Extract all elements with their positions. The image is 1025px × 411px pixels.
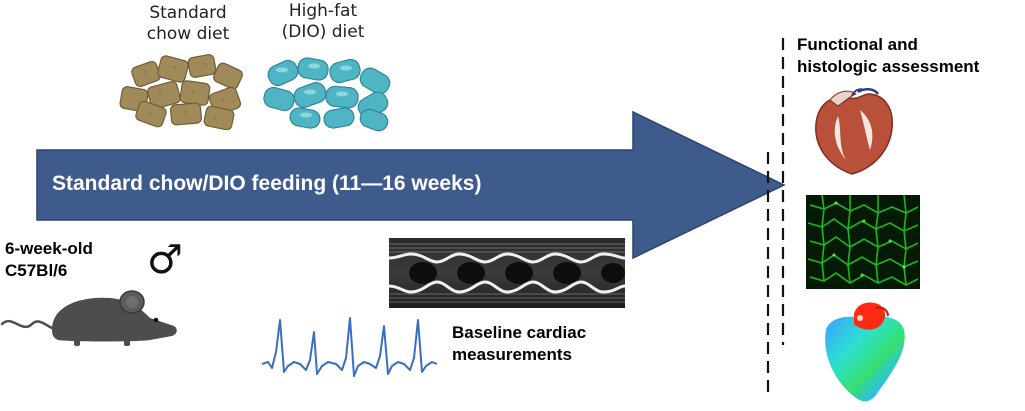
assessment-label-line2: histologic assessment — [797, 57, 980, 76]
baseline-measurements-label: Baseline cardiac measurements — [452, 322, 586, 366]
fluorescence-histology-image — [806, 195, 920, 289]
ecg-trace-image — [262, 317, 437, 377]
male-symbol-icon: ♂ — [147, 237, 183, 283]
mouse-strain-label: C57Bl/6 — [5, 261, 68, 280]
mouse-info: 6-week-old C57Bl/6 — [5, 238, 93, 282]
echocardiogram-mmode-image — [389, 238, 625, 308]
feeding-label: Standard chow/DIO feeding (11—16 weeks) — [52, 172, 482, 195]
high-fat-pellets-image — [263, 57, 391, 132]
high-fat-diet-label: High-fat (DIO) diet — [268, 1, 378, 43]
mouse-age-label: 6-week-old — [5, 239, 93, 258]
high-fat-diet-label-text: High-fat (DIO) diet — [281, 1, 365, 42]
chow-pellets-image — [119, 54, 243, 130]
assessment-label-line1: Functional and — [797, 35, 918, 54]
baseline-label-line2: measurements — [452, 345, 573, 364]
heart-histology-section-image — [815, 88, 893, 175]
functional-assessment-label: Functional and histologic assessment — [797, 34, 979, 78]
heart-3d-strain-map-image — [825, 302, 905, 402]
baseline-label-line1: Baseline cardiac — [452, 323, 587, 342]
standard-chow-label-text: Standard chow diet — [146, 3, 230, 44]
mouse-icon — [0, 290, 177, 346]
standard-chow-label: Standard chow diet — [128, 3, 248, 45]
